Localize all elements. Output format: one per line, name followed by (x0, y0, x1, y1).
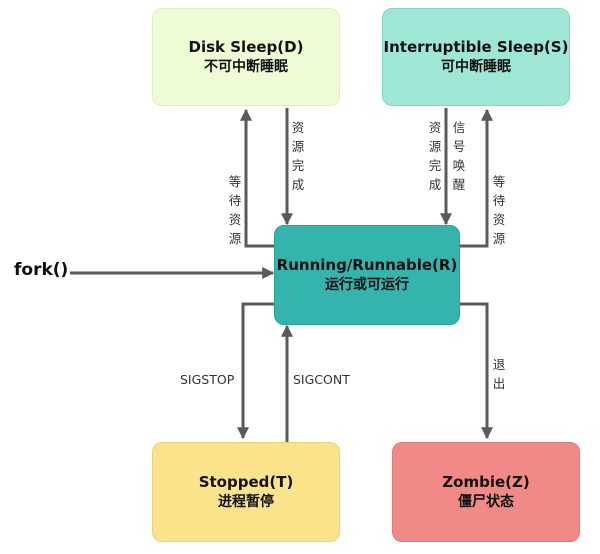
state-interruptible-sleep: Interruptible Sleep(S) 可中断睡眠 (382, 8, 570, 106)
state-running-zh: 运行或可运行 (325, 277, 409, 293)
label-exit: 退出 (492, 357, 506, 391)
state-stopped-en: Stopped(T) (198, 473, 294, 491)
arrow-running-to-interruptible (460, 108, 493, 248)
state-zombie: Zombie(Z) 僵尸状态 (392, 442, 580, 542)
arrow-running-to-disk-sleep (240, 108, 276, 248)
label-resource-done-left: 资源完成 (291, 120, 305, 192)
state-running: Running/Runnable(R) 运行或可运行 (274, 225, 460, 325)
state-interruptible-sleep-zh: 可中断睡眠 (441, 59, 511, 75)
label-resource-done-right: 资源完成 (428, 120, 442, 192)
arrow-running-to-zombie (460, 302, 493, 440)
state-disk-sleep-zh: 不可中断睡眠 (204, 59, 288, 75)
state-interruptible-sleep-en: Interruptible Sleep(S) (383, 38, 569, 56)
fork-label: fork() (14, 260, 69, 280)
arrow-running-to-stopped (237, 302, 276, 440)
label-wait-resource-right: 等待资源 (492, 174, 506, 246)
state-stopped: Stopped(T) 进程暂停 (152, 442, 340, 542)
state-zombie-zh: 僵尸状态 (458, 494, 514, 510)
state-disk-sleep: Disk Sleep(D) 不可中断睡眠 (152, 8, 340, 106)
state-disk-sleep-en: Disk Sleep(D) (188, 38, 304, 56)
label-sigcont: SIGCONT (293, 372, 350, 387)
state-stopped-zh: 进程暂停 (218, 494, 274, 510)
label-sigstop: SIGSTOP (180, 372, 235, 387)
label-signal-wakeup: 信号唤醒 (452, 120, 466, 192)
state-zombie-en: Zombie(Z) (442, 473, 530, 491)
label-wait-resource-left: 等待资源 (228, 174, 242, 246)
state-running-en: Running/Runnable(R) (276, 256, 458, 274)
